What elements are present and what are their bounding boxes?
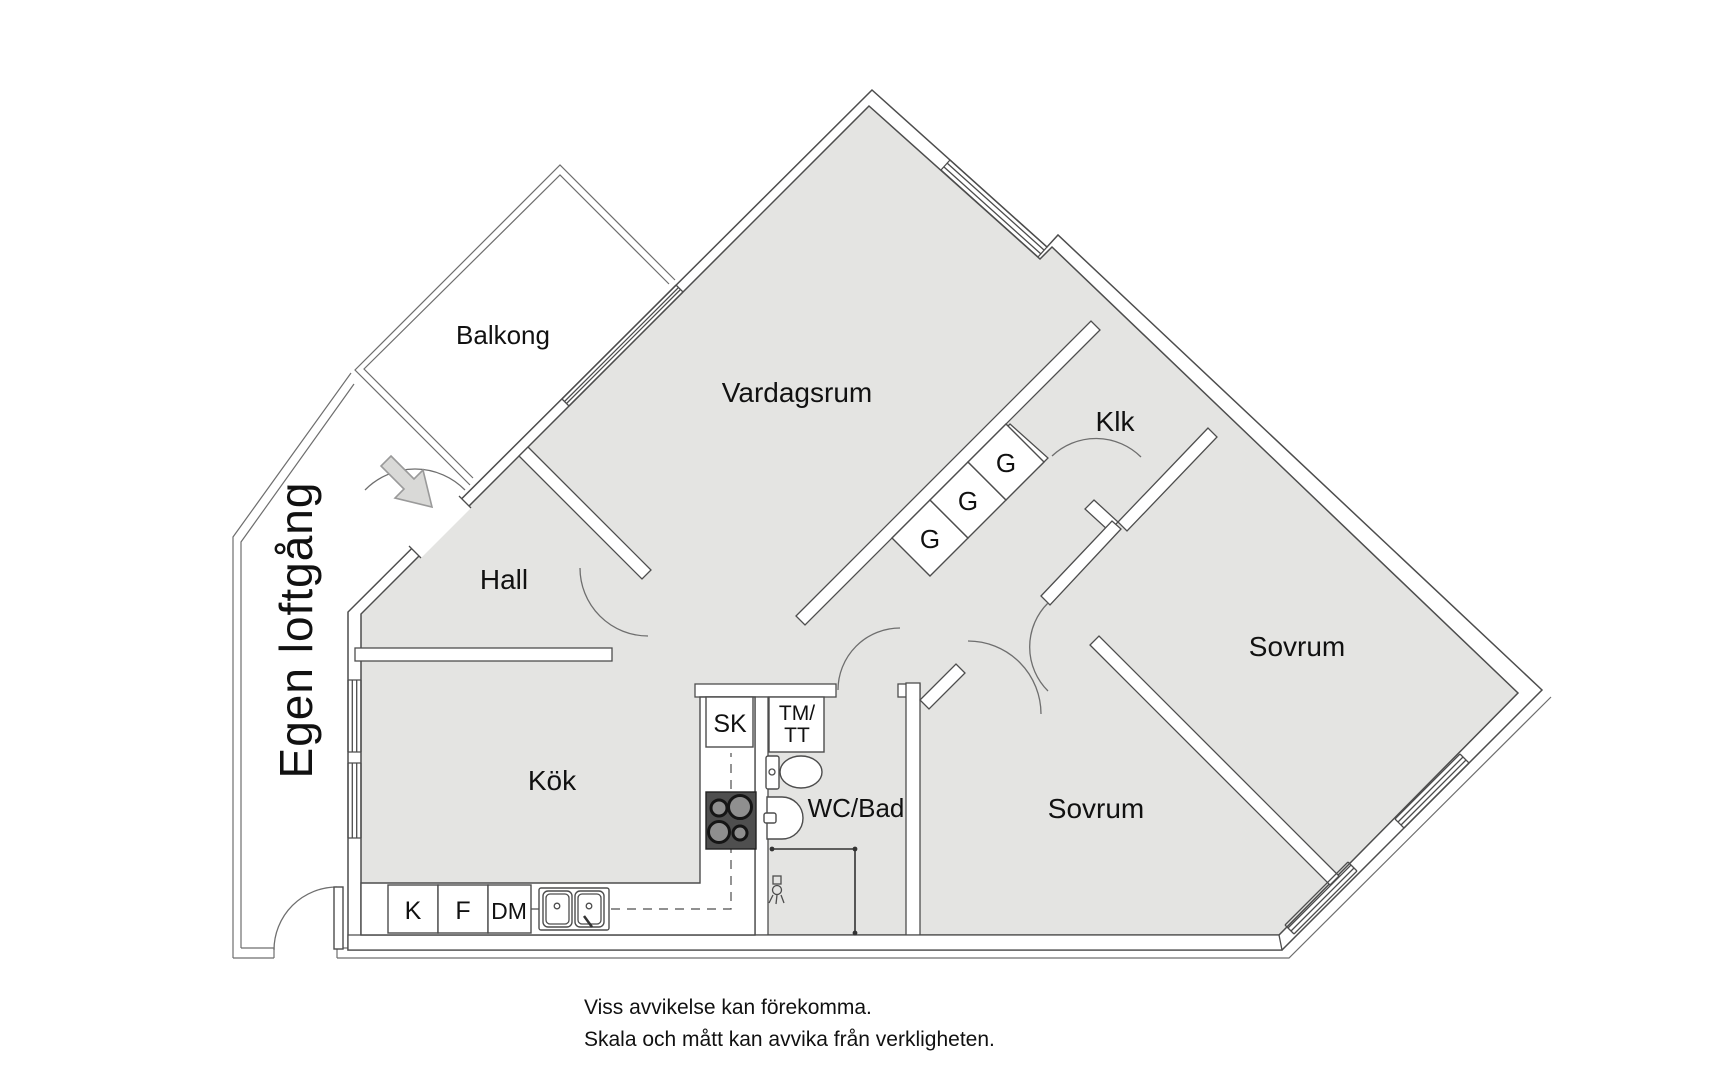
interior-walls bbox=[347, 320, 1340, 951]
stove-icon bbox=[705, 791, 757, 850]
room-label-wc-bad: WC/Bad bbox=[808, 793, 905, 823]
sovrum1-door-arc bbox=[1029, 602, 1049, 692]
loftgang-door-leaf bbox=[333, 886, 344, 950]
dishwasher-box bbox=[487, 884, 532, 934]
entrance-arrow-icon bbox=[379, 454, 434, 509]
laundry-label-line2: TT bbox=[784, 724, 810, 747]
window-sovrum2-se bbox=[1284, 861, 1358, 935]
cleaning-closet-label: SK bbox=[713, 710, 747, 738]
fixture-labels: G G G SK TM/ TT K F DM bbox=[405, 448, 1016, 925]
door-arcs bbox=[273, 437, 1142, 951]
wardrobe-closets bbox=[891, 423, 1045, 577]
loftgang-door-arc bbox=[273, 886, 338, 951]
room-label-balkong: Balkong bbox=[456, 320, 550, 350]
shower-icon bbox=[768, 846, 858, 936]
room-label-sovrum-east: Sovrum bbox=[1249, 631, 1345, 662]
disclaimer: Viss avvikelse kan förekomma. Skala och … bbox=[584, 996, 995, 1051]
klk-door-arc bbox=[1051, 437, 1142, 458]
fridge-box bbox=[387, 884, 439, 934]
window-sovrum1-se bbox=[1394, 753, 1470, 829]
room-label-sovrum-south: Sovrum bbox=[1048, 793, 1144, 824]
window-kok-lower bbox=[347, 762, 362, 839]
freezer-label: F bbox=[455, 897, 470, 925]
entrance-opening bbox=[408, 495, 472, 559]
loftgang-railing bbox=[232, 372, 1552, 959]
entrance-door-arc bbox=[364, 468, 466, 491]
room-label-klk: Klk bbox=[1096, 406, 1136, 437]
cleaning-closet-box bbox=[705, 696, 754, 748]
window-kok-upper bbox=[347, 679, 362, 753]
wc-door-arc bbox=[837, 627, 901, 691]
disclaimer-line1: Viss avvikelse kan förekomma. bbox=[584, 996, 872, 1019]
room-label-vardagsrum: Vardagsrum bbox=[722, 377, 872, 408]
bathroom-sink-icon bbox=[763, 796, 804, 840]
laundry-box bbox=[768, 696, 825, 753]
room-labels: Balkong Vardagsrum Klk Hall Sovrum Sovru… bbox=[270, 320, 1345, 824]
balcony-railing bbox=[354, 164, 676, 486]
hall-door-arc bbox=[579, 567, 649, 637]
laundry-label-line1: TM/ bbox=[779, 702, 815, 725]
dishwasher-label: DM bbox=[491, 898, 527, 924]
disclaimer-line2: Skala och mått kan avvika från verklighe… bbox=[584, 1028, 995, 1051]
toilet-icon bbox=[765, 755, 823, 790]
sovrum2-door-arc bbox=[967, 640, 1042, 715]
window-balcony bbox=[561, 284, 684, 407]
room-label-kok: Kök bbox=[528, 765, 577, 796]
kitchen-sink-icon bbox=[538, 887, 610, 931]
wardrobe-label-3: G bbox=[996, 448, 1016, 478]
room-label-hall: Hall bbox=[480, 564, 528, 595]
freezer-box bbox=[437, 884, 489, 934]
fridge-label: K bbox=[405, 897, 422, 925]
wardrobe-label-1: G bbox=[920, 524, 940, 554]
window-vardagsrum-ne bbox=[940, 159, 1048, 258]
room-label-loftgang: Egen loftgång bbox=[270, 482, 322, 779]
wardrobe-label-2: G bbox=[958, 486, 978, 516]
